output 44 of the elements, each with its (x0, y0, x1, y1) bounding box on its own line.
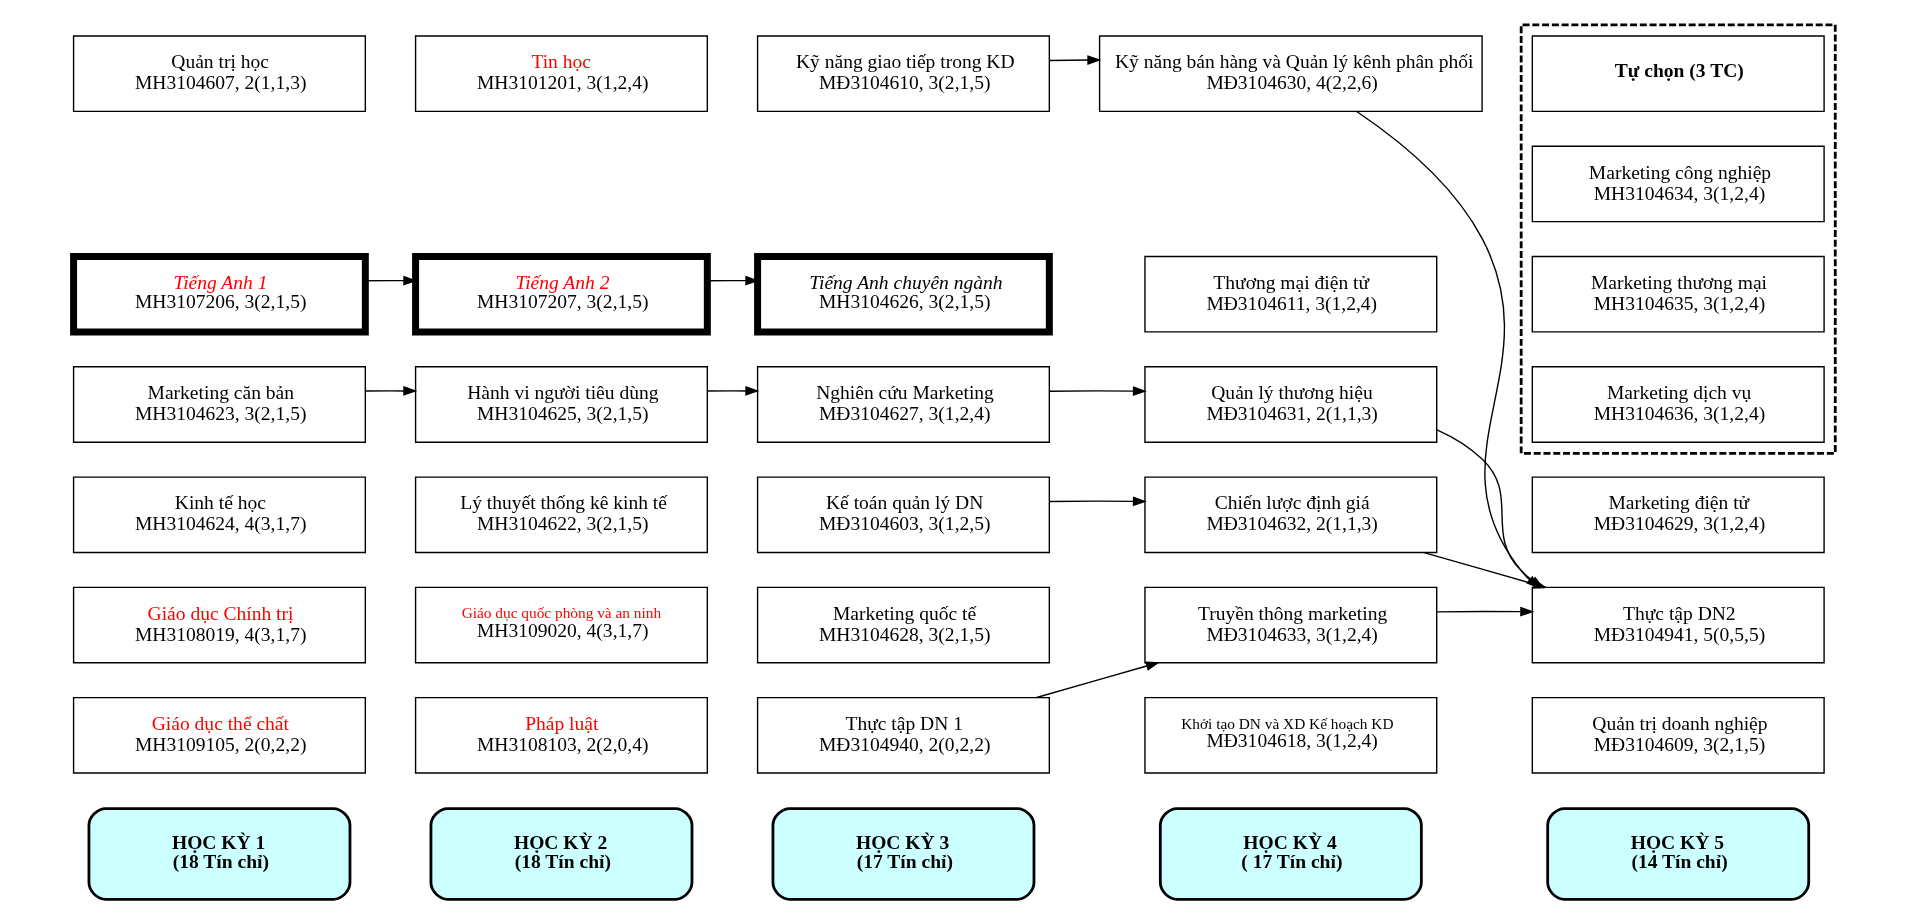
node-box: HỌC KỲ 2 (18 Tín chỉ) (429, 807, 693, 901)
node-box: Marketing quốc tế MH3104628, 3(2,1,5) (756, 586, 1050, 664)
node-box: HỌC KỲ 4 ( 17 Tín chỉ) (1158, 807, 1423, 901)
node-box: Kinh tế học MH3104624, 4(3,1,7) (72, 476, 366, 554)
node-box: Kỹ năng giao tiếp trong KD MĐ3104610, 3(2,1,5) (756, 35, 1050, 113)
node-box: Tự chọn (3 TC) (1531, 35, 1825, 113)
node-box: Kỹ năng bán hàng và Quản lý kênh phân phối MĐ3104630, 4(2,2,6) (1098, 35, 1483, 113)
arrow (1435, 606, 1534, 617)
node-box: Quản trị học MH3104607, 2(1,1,3) (72, 35, 366, 113)
node-box: Khởi tạo DN và XD Kế hoạch KD MĐ3104618, 3(1,2,4) (1143, 696, 1437, 774)
arrow (1048, 496, 1147, 507)
node-box: Thương mại điện tử MĐ3104611, 3(1,2,4) (1143, 255, 1437, 333)
node-box: Giáo dục thể chất MH3109105, 2(0,2,2) (72, 696, 366, 774)
node-box: Giáo dục Chính trị MH3108019, 4(3,1,7) (72, 586, 366, 664)
node-box: Lý thuyết thống kê kinh tế MH3104622, 3(2,1,5) (414, 476, 708, 554)
node-box: Quản trị doanh nghiệp MĐ3104609, 3(2,1,5) (1531, 696, 1825, 774)
cluster (1519, 23, 1837, 455)
node-box: Thực tập DN 1 MĐ3104940, 2(0,2,2) (756, 696, 1050, 774)
node-box: Nghiên cứu Marketing MĐ3104627, 3(1,2,4) (756, 366, 1050, 443)
node-box: HỌC KỲ 5 (14 Tín chỉ) (1545, 807, 1810, 901)
arrow (364, 386, 417, 396)
arrow (1035, 661, 1160, 699)
node-box: Pháp luật MH3108103, 2(2,0,4) (414, 696, 708, 774)
node-box: HỌC KỲ 1 (18 Tín chỉ) (87, 807, 351, 901)
node-box: Giáo dục quốc phòng và an ninh MH3109020, 4(3,1,7) (414, 586, 708, 664)
node-box: Tiếng Anh 2 MH3107207, 3(2,1,5) (411, 253, 711, 336)
node-box: Marketing điện tử MĐ3104629, 3(1,2,4) (1531, 476, 1825, 554)
node-box: Tiếng Anh 1 MH3107206, 3(2,1,5) (69, 253, 369, 336)
node-box: Truyền thông marketing MĐ3104633, 3(1,2,4) (1143, 586, 1437, 664)
arrow (1048, 55, 1101, 65)
node-box: Chiến lược định giá MĐ3104632, 2(1,1,3) (1143, 476, 1437, 554)
node-box: Marketing dịch vụ MH3104636, 3(1,2,4) (1531, 366, 1825, 443)
node-box: Quản lý thương hiệu MĐ3104631, 2(1,1,3) (1143, 366, 1437, 443)
node-box: Marketing công nghiệp MH3104634, 3(1,2,4) (1531, 145, 1825, 223)
node-box: Thực tập DN2 MĐ3104941, 5(0,5,5) (1531, 586, 1825, 664)
node-box: Kế toán quản lý DN MĐ3104603, 3(1,2,5) (756, 476, 1050, 554)
node-box: Hành vi người tiêu dùng MH3104625, 3(2,1,5) (414, 366, 708, 443)
node-box: Marketing căn bản MH3104623, 3(2,1,5) (72, 366, 366, 443)
arrow (706, 386, 759, 396)
node-box: HỌC KỲ 3 (17 Tín chỉ) (771, 807, 1035, 901)
node-box: Tiếng Anh chuyên ngành MH3104626, 3(2,1,5) (753, 253, 1053, 336)
node-box: Tin học MH3101201, 3(1,2,4) (414, 35, 708, 113)
arrow (1048, 386, 1147, 396)
node-box: Marketing thương mại MH3104635, 3(1,2,4) (1531, 255, 1825, 333)
